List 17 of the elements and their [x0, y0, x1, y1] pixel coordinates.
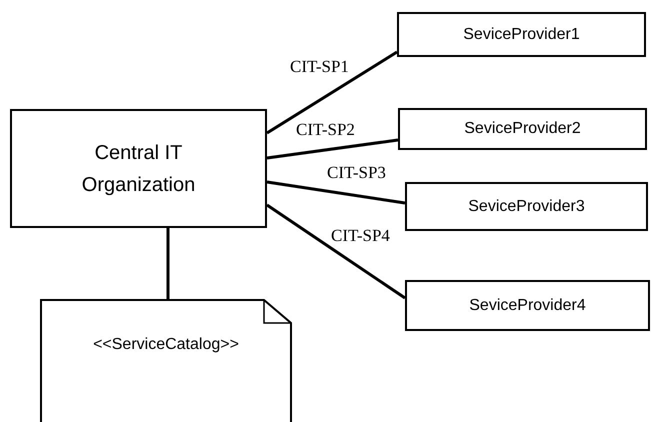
class-box [405, 182, 648, 231]
node-label: SeviceProvider2 [464, 119, 581, 139]
class-box [10, 109, 267, 228]
connector-line [266, 204, 406, 300]
node-label: SeviceProvider4 [469, 296, 586, 316]
node-label: SeviceProvider3 [468, 196, 585, 216]
class-box [405, 280, 650, 331]
connector-line [266, 50, 398, 134]
connector-line [266, 138, 398, 160]
connector-line [266, 180, 406, 204]
node-label: SeviceProvider1 [463, 24, 580, 44]
document-shape [40, 299, 292, 422]
class-box [397, 12, 646, 57]
node-label: <<ServiceCatalog>> [93, 335, 239, 355]
connector-line [166, 228, 170, 299]
node-label: Central IT Organization [80, 140, 196, 198]
class-box [398, 108, 647, 150]
